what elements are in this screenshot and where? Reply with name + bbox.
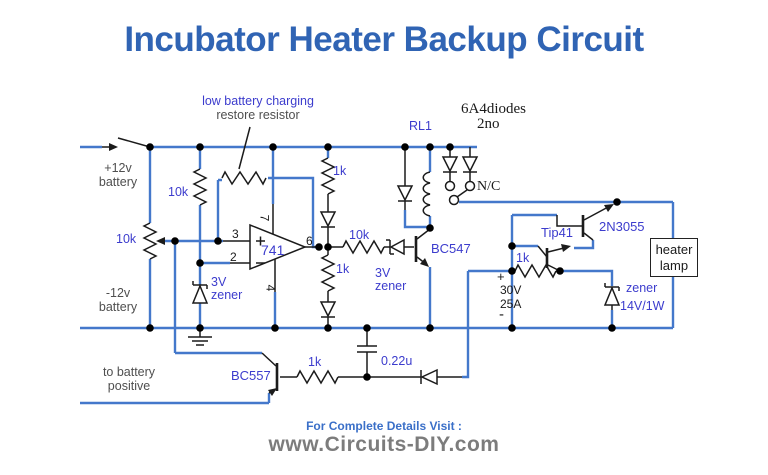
opamp-input-signs <box>256 236 265 264</box>
opamp-741-label: 741 <box>261 242 285 258</box>
heater-lamp-box: heater lamp <box>650 238 698 277</box>
zener-bars <box>192 239 620 291</box>
pin-7-label: 7 <box>257 214 272 222</box>
zener-14v <box>603 286 621 306</box>
pin-4-label: 4 <box>263 284 278 292</box>
flyback-diode <box>396 185 414 202</box>
contact-diode-2 <box>461 156 479 173</box>
feedback-wires <box>268 147 330 249</box>
relay-contacts <box>444 180 476 206</box>
diode-a <box>319 211 337 228</box>
label-low-battery-charging: low battery charging <box>202 94 314 108</box>
page-title: Incubator Heater Backup Circuit <box>124 20 644 59</box>
relay-coil <box>422 171 431 217</box>
label-bc547: BC547 <box>431 241 471 256</box>
label-r1k-base: 1k <box>308 355 322 369</box>
relay-section-wires <box>403 147 675 328</box>
annotation-pointer-line <box>238 126 251 170</box>
label-bc557: BC557 <box>231 368 271 383</box>
pin-2-label: 2 <box>230 250 237 264</box>
feedback-diode <box>420 368 438 386</box>
zener-ref-3v <box>191 284 209 304</box>
tip41-emitter-arrow <box>561 244 571 252</box>
opamp-741-triangle <box>249 223 308 271</box>
contact-diode-1 <box>441 156 459 173</box>
footer-visit-text: For Complete Details Visit : <box>306 419 462 433</box>
transistor-leads <box>261 205 611 394</box>
label-zener-out: zener <box>626 281 658 295</box>
power-rails <box>80 145 673 330</box>
label-zener-drive-3v: 3V zener <box>375 266 407 294</box>
label-tip41: Tip41 <box>541 225 574 240</box>
label-restore-resistor: restore resistor <box>216 108 300 122</box>
contact-common <box>448 194 460 206</box>
horizontal-resistors <box>221 170 557 385</box>
label-r1k-a: 1k <box>333 164 347 178</box>
label-2n3055: 2N3055 <box>599 219 645 234</box>
label-supply-plus: + <box>497 269 505 284</box>
label-nc: N/C <box>477 179 501 194</box>
contact-lever <box>456 189 468 198</box>
label-r10k-pot: 10k <box>116 232 137 246</box>
diode-b <box>319 301 337 318</box>
bc557-emitter-arrow <box>268 388 277 396</box>
bc547-emitter-arrow <box>420 258 429 267</box>
label-capacitor: 0.22u <box>381 354 413 368</box>
pin-3-label: 3 <box>232 227 239 241</box>
zener-drive-3v <box>389 238 405 256</box>
potentiometer-wiper-arrow <box>156 237 165 245</box>
diodes <box>191 156 621 386</box>
ground-symbol <box>188 336 212 346</box>
label-minus-12v-battery: -12v battery <box>98 286 138 314</box>
pin-6-label: 6 <box>306 234 313 248</box>
components <box>102 126 621 396</box>
output-section-wires <box>462 213 614 379</box>
vertical-resistors <box>142 157 336 292</box>
transistors <box>261 204 614 396</box>
2n3055-emitter-arrow <box>604 204 614 212</box>
diode-bars <box>321 171 477 384</box>
label-2no: 2no <box>477 116 500 132</box>
label-zener-out-value: 14V/1W <box>620 299 665 313</box>
capacitor-plates <box>357 345 377 353</box>
power-switch <box>102 137 151 148</box>
footer-url: www.Circuits-DIY.com <box>268 433 500 456</box>
label-plus-12v-battery: +12v battery <box>98 161 138 189</box>
contact-nc <box>464 180 476 192</box>
label-supply-30v-25a: 30V 25A <box>500 283 522 311</box>
label-r1k-driver: 1k <box>516 251 530 265</box>
junction-dots <box>146 143 621 381</box>
label-r10k-drive: 10k <box>349 228 370 242</box>
switch-arrow-icon <box>109 143 118 151</box>
label-supply-minus: - <box>499 306 504 323</box>
label-to-battery-positive: to battery positive <box>102 365 156 393</box>
label-zener-ref-3v: 3V zener <box>211 275 243 303</box>
label-6a4-diodes: 6A4diodes <box>461 101 526 117</box>
footer: For Complete Details Visit : www.Circuit… <box>0 419 768 457</box>
label-r10k-sense: 10k <box>168 185 189 199</box>
label-relay-rl1: RL1 <box>409 119 432 133</box>
left-section-wires <box>80 147 277 405</box>
contact-no <box>444 180 456 192</box>
label-r1k-b: 1k <box>336 262 350 276</box>
